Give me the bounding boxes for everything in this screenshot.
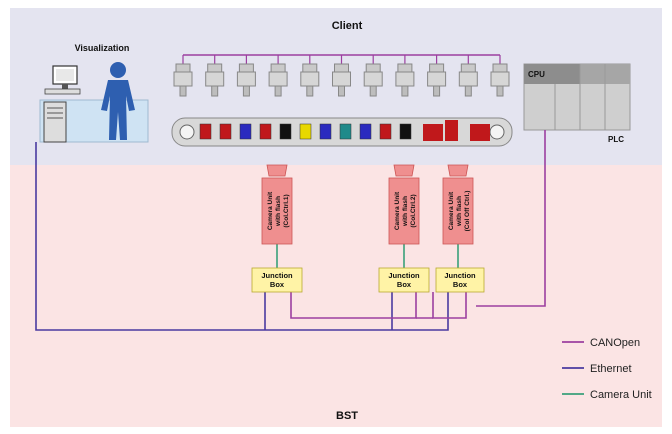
camera-label: (Col Off Ctrl.)	[464, 191, 471, 232]
servo-motor-icon	[173, 55, 193, 97]
plc-cpu-module	[524, 64, 580, 84]
legend: CANOpen Ethernet Camera Unit	[562, 337, 652, 401]
junction-label: Junction	[261, 271, 293, 280]
legend-label: CANOpen	[590, 337, 640, 349]
operator-person-icon	[101, 62, 135, 140]
client-zone-label: Client	[332, 20, 363, 32]
camera-label: with flash	[275, 196, 282, 227]
canopen-link	[290, 292, 417, 319]
servo-motor-icon	[363, 55, 383, 97]
camera-unit: Camera Unit with flash (Col.Ctrl.2)	[388, 164, 420, 245]
bst-zone	[10, 165, 662, 427]
machine-block-red	[445, 120, 458, 141]
camera-label: Camera Unit	[448, 191, 455, 230]
camera-label: with flash	[402, 196, 409, 227]
junction-label: Junction	[444, 271, 476, 280]
junction-label: Box	[270, 280, 285, 289]
junction-label: Junction	[388, 271, 420, 280]
machine-slot	[319, 123, 332, 140]
camera-label: Camera Unit	[394, 191, 401, 230]
machine-slot	[399, 123, 412, 140]
junction-label: Box	[397, 280, 412, 289]
machine-slot	[219, 123, 232, 140]
servo-motor-icon	[458, 55, 478, 97]
camera-unit: Camera Unit with flash (Col Off Ctrl.)	[442, 164, 474, 245]
servo-motor-icon	[300, 55, 320, 97]
servo-motor-icon	[332, 55, 351, 97]
motor-row	[173, 55, 510, 97]
camera-label: with flash	[456, 196, 463, 227]
machine-slot	[299, 123, 312, 140]
servo-motor-icon	[427, 55, 447, 97]
junction-box: Junction Box	[251, 267, 303, 293]
junction-box: Junction Box	[378, 267, 430, 293]
camera-label: (Col.Ctrl.1)	[283, 194, 290, 227]
canopen-plc-line	[476, 130, 546, 307]
machine-slot	[199, 123, 212, 140]
ethernet-line	[35, 142, 449, 331]
canopen-link	[432, 292, 467, 319]
junction-label: Box	[453, 280, 468, 289]
servo-motor-icon	[205, 55, 225, 97]
legend-label: Ethernet	[590, 363, 632, 375]
servo-motor-icon	[236, 55, 256, 97]
visualization-station	[39, 62, 149, 143]
plc-rack: CPU	[523, 63, 631, 131]
servo-motor-icon	[395, 55, 415, 97]
plc-label: PLC	[608, 135, 624, 144]
machine-block-red	[470, 124, 490, 141]
machine-slot	[339, 123, 352, 140]
machine-strip	[171, 117, 513, 147]
machine-block-red	[423, 124, 443, 141]
servo-motor-icon	[268, 55, 288, 97]
machine-slot	[379, 123, 392, 140]
bst-zone-label: BST	[336, 410, 358, 422]
machine-slot	[279, 123, 292, 140]
machine-slot	[239, 123, 252, 140]
camera-unit: Camera Unit with flash (Col.Ctrl.1)	[261, 164, 293, 245]
servo-motor-icon	[490, 55, 510, 97]
computer-tower-icon	[43, 101, 67, 143]
junction-box: Junction Box	[435, 267, 485, 293]
machine-slot	[259, 123, 272, 140]
legend-label: Camera Unit	[590, 389, 652, 401]
visualization-label: Visualization	[75, 43, 130, 53]
plc-cpu-label: CPU	[528, 70, 545, 79]
keyboard-icon	[44, 88, 81, 95]
machine-slot	[359, 123, 372, 140]
camera-label: (Col.Ctrl.2)	[410, 194, 417, 227]
camera-label: Camera Unit	[267, 191, 274, 230]
